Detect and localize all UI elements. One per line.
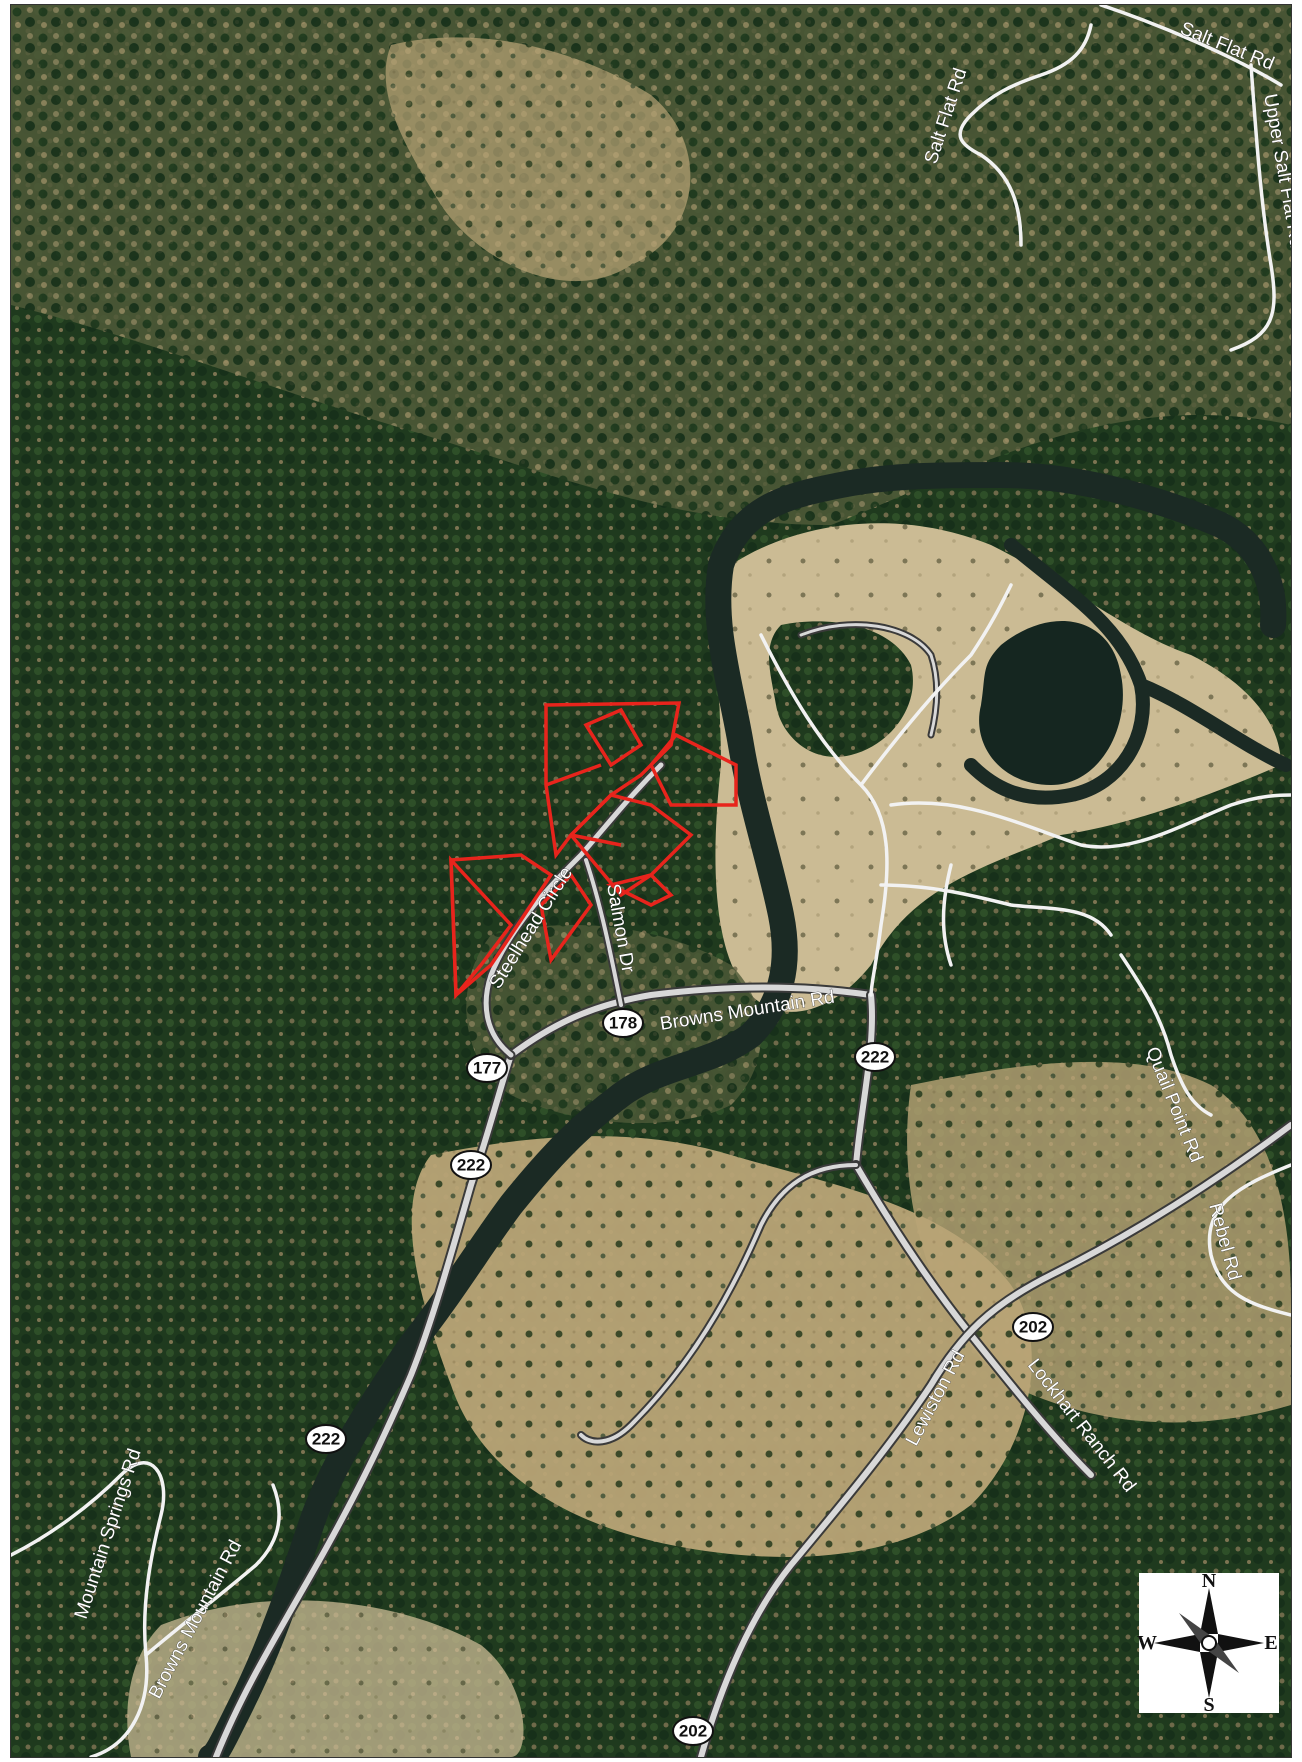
terrain-upper-slope	[11, 5, 1291, 525]
road-loop-drive[interactable]	[797, 621, 941, 739]
parcel-line	[545, 763, 602, 787]
compass-w: W	[1137, 1632, 1157, 1654]
compass-n: N	[1202, 1570, 1217, 1592]
parcel[interactable]	[568, 793, 694, 898]
road-steelhead-circle[interactable]	[481, 760, 666, 1060]
road-salmon-dr[interactable]	[582, 856, 625, 1009]
road-meadow-tracks[interactable]	[759, 583, 1291, 997]
route-shield-178: 178	[602, 1008, 644, 1038]
compass-south-point	[1200, 1652, 1218, 1698]
parcel[interactable]	[605, 873, 674, 907]
svg-text:202: 202	[1019, 1318, 1047, 1337]
svg-text:222: 222	[861, 1048, 889, 1067]
pond	[979, 621, 1123, 785]
svg-text:178: 178	[609, 1014, 637, 1033]
road-mountain-springs-rd[interactable]	[11, 1461, 166, 1757]
terrain-southeast-pasture	[907, 1061, 1291, 1423]
river-side-channel	[964, 538, 1291, 805]
road-browns-mountain-rd-sw[interactable]	[144, 1483, 281, 1657]
svg-text:202: 202	[679, 1722, 707, 1741]
river-main	[198, 462, 1287, 1757]
road-rebel-rd[interactable]	[1207, 1163, 1291, 1317]
parcel[interactable]	[648, 732, 738, 807]
terrain-wooded-knoll	[769, 621, 913, 757]
route-shield-202-south: 202	[672, 1716, 714, 1746]
compass-e: E	[1264, 1632, 1277, 1654]
road-salt-flat-rd[interactable]	[958, 23, 1093, 247]
route-shield-222-upper: 222	[854, 1042, 896, 1072]
terrain-ridge-patch	[385, 37, 691, 282]
road-salt-flat-rd-top[interactable]	[1099, 5, 1283, 87]
route-shield-222-mid: 222	[450, 1150, 492, 1180]
parcel[interactable]	[583, 707, 644, 768]
road-upper-salt-flat-rd[interactable]	[1229, 63, 1276, 352]
route-shield-177: 177	[466, 1053, 508, 1083]
parcel[interactable]	[449, 855, 514, 1000]
aerial-map[interactable]: Salt Flat Rd Salt Flat Rd Upper Salt Fla…	[10, 4, 1292, 1758]
svg-text:222: 222	[312, 1430, 340, 1449]
parcel[interactable]	[539, 872, 594, 965]
road-quail-point-rd[interactable]	[1119, 953, 1213, 1117]
svg-text:222: 222	[457, 1156, 485, 1175]
parcel-line	[570, 833, 622, 847]
svg-text:177: 177	[473, 1059, 501, 1078]
road-south-branch[interactable]	[577, 1161, 860, 1446]
compass-rose: N S E W	[1137, 1570, 1279, 1716]
highway-202[interactable]	[696, 1120, 1291, 1757]
route-shield-202-east: 202	[1012, 1312, 1054, 1342]
subject-parcels[interactable]	[449, 701, 738, 1000]
road-browns-mountain-rd[interactable]	[506, 982, 876, 1060]
compass-s: S	[1203, 1694, 1214, 1716]
compass-east-point	[1218, 1634, 1264, 1652]
compass-north-point	[1200, 1588, 1218, 1634]
route-shield-222-lower: 222	[305, 1424, 347, 1454]
compass-west-point	[1154, 1634, 1200, 1652]
